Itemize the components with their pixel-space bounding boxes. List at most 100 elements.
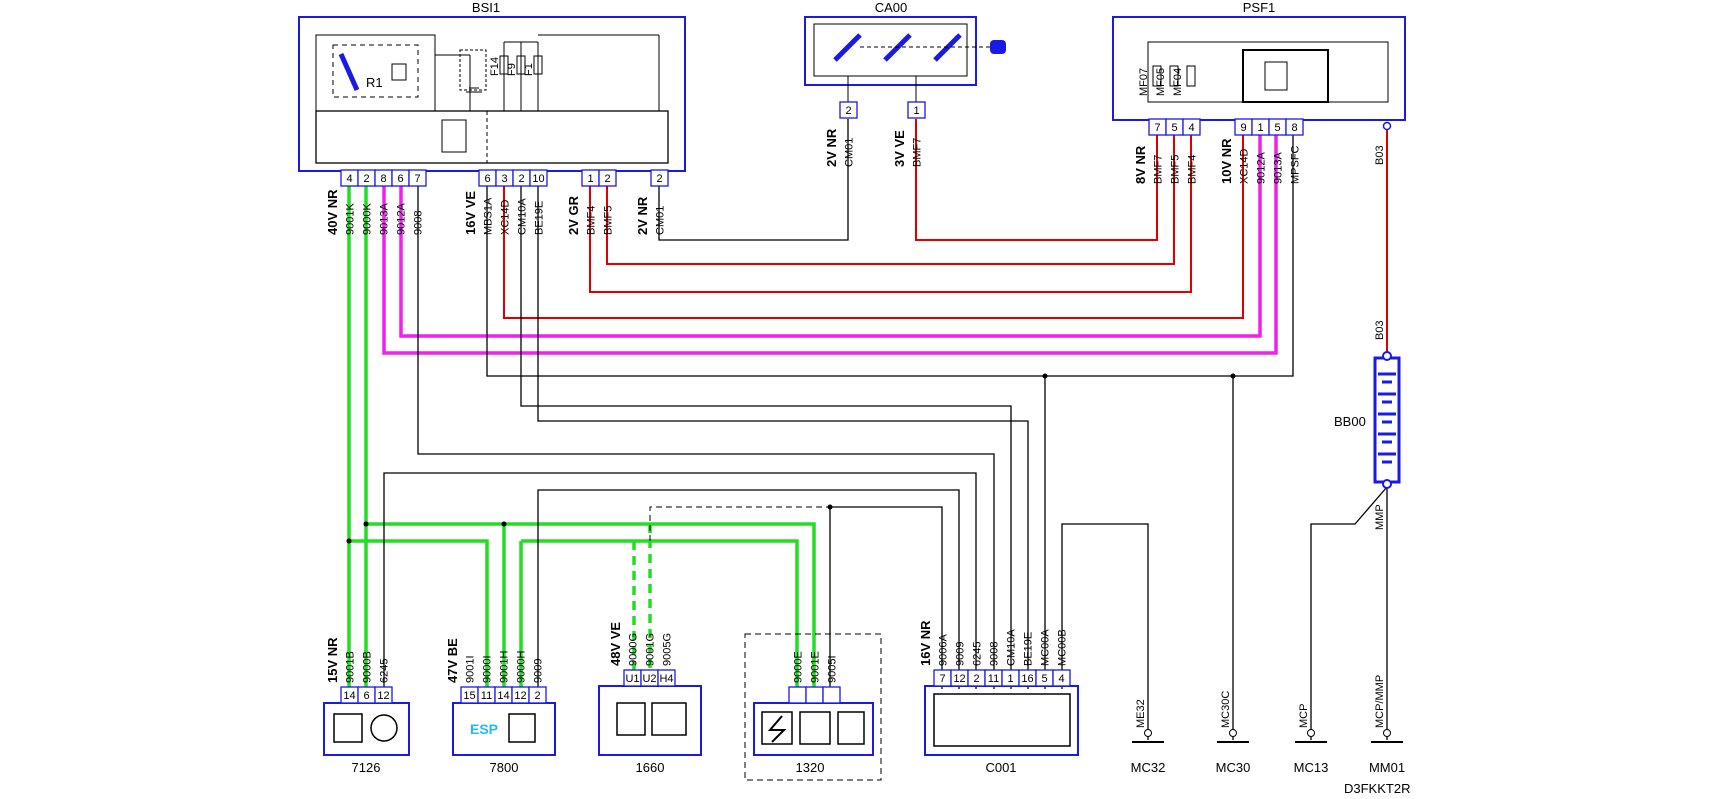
wire-code: BE19E [1023,632,1035,666]
connector-c001[interactable] [924,685,1079,756]
pin-box [657,669,676,687]
wire-code: 9000B [362,651,374,683]
wire-code: MPSFC [1290,145,1302,184]
ground-point-label: MC30 [1216,760,1251,775]
wire-code: 9001I [465,655,477,683]
pin-number: H4 [659,673,673,685]
pin-number: 11 [481,690,492,702]
pin-number: U1 [625,673,639,685]
wire-code: XC14D [1239,148,1251,184]
pin-box [822,686,841,704]
bb00-label: BB00 [1334,414,1366,429]
wire-code: MC00B [1057,629,1069,666]
connector-code: 3V VE [892,130,907,167]
wire-code: BMF5 [1170,155,1182,184]
pin-number: 2 [845,105,851,117]
pin-number: 1 [913,105,919,117]
pin-number: 6 [484,173,490,185]
wire-code: MC00A [1040,629,1052,666]
module-1320-label: 1320 [796,760,825,775]
pin-number: 12 [514,690,526,702]
pin-number: 4 [1188,122,1194,134]
wire-cm10a [520,180,1012,689]
pin-number: 2 [534,690,540,702]
pins-ca_ve: 1 [907,101,926,119]
bsi1-module[interactable] [298,16,686,172]
pin-number: 12 [953,673,965,685]
pin-number: 2 [973,673,979,685]
wire-code: 9000G [628,633,640,666]
wire-9012a [399,128,1262,338]
pin-number: 15 [463,690,475,702]
connector-code: 48V VE [608,622,623,666]
bb00-battery[interactable] [1373,351,1401,489]
wire-code: 9009 [533,659,545,683]
fuse-mf05-label: MF05 [1155,68,1167,96]
module-1660[interactable] [598,685,702,756]
pin-number: 7 [414,173,420,185]
wire-code: 9005I [827,655,839,683]
wire-code: 9009 [955,642,967,666]
wire-1320-dashed [649,506,830,541]
ca00-switch[interactable] [804,16,1006,103]
pin-number: U2 [642,673,656,685]
pin-number: 7 [1154,122,1160,134]
wire-9008 [417,180,995,689]
connector-code: 47V BE [445,638,460,683]
pin-box [805,686,824,704]
wires-green-dashed [632,524,652,689]
wires-c1660: 9000G 9001G 9005G 48V VE [608,622,674,666]
wire-code: 9008 [989,642,1001,666]
wire-code: 9005G [662,633,674,666]
pin-number: 6 [397,173,403,185]
wire-code: 9001G [645,633,657,666]
wire-code: 9012A [1256,152,1268,184]
pin-number: 1 [587,173,593,185]
module-7126[interactable] [323,702,410,756]
ground-symbols [1132,729,1403,743]
wire-code: 6245 [379,659,391,683]
pin-box [1052,669,1071,687]
wire-cm01 [658,119,849,241]
pin-number: 5 [1171,122,1177,134]
ground-wire-label: MCP/MMP [1374,675,1386,728]
pin-box [788,686,807,704]
wire-9001h [504,522,816,689]
wire-code: 9001E [810,651,822,683]
wire-9009 [537,489,960,689]
psf1-label: PSF1 [1243,0,1276,15]
pin-number: 4 [1058,673,1064,685]
module-7800[interactable] [452,702,556,756]
pin-number: 2 [656,173,662,185]
ground-wire-label: MCP [1298,704,1310,728]
wire-code: BMF7 [1153,155,1165,184]
b03-terminal-top [1382,121,1392,131]
pin-box [907,101,926,119]
pin-number: 3 [501,173,507,185]
wire-code: 9001B [345,651,357,683]
module-7800-label: 7800 [490,760,519,775]
wire-code: CM10A [517,198,529,235]
pin-number: 8 [380,173,386,185]
pins-ca_left: 2 [839,101,858,119]
wire-9001-bus [349,539,489,689]
pin-number: 7 [939,673,945,685]
ground-wire-label: MC30C [1220,691,1232,728]
wire-code: BMF5 [603,206,615,235]
wire-code: CM10A [1006,629,1018,666]
bsi1-label: BSI1 [472,0,500,15]
pin-box [374,686,393,704]
wires-black [383,119,1388,740]
wire-9000h [521,539,799,689]
pins-c1320 [788,686,841,704]
